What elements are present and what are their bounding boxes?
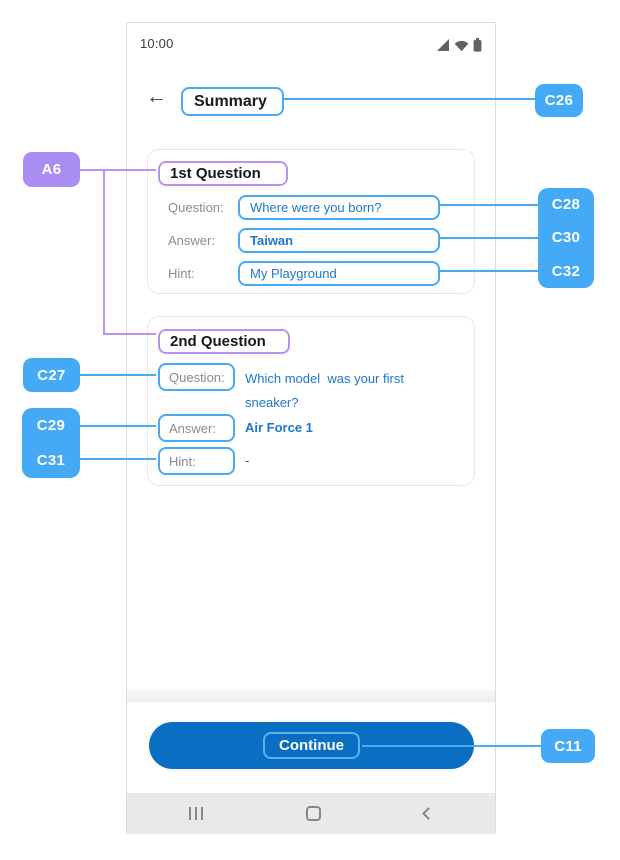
annotation-label-stack-left: C29 C31 — [22, 408, 80, 478]
card2-hint-value: - — [245, 453, 250, 468]
annotation-label-a6: A6 — [23, 152, 80, 187]
status-bar: 10:00 — [127, 23, 495, 57]
card1-hint-value: My Playground — [238, 261, 440, 286]
status-time: 10:00 — [140, 36, 174, 51]
continue-button-label: Continue — [263, 732, 360, 759]
annotation-label-c27: C27 — [23, 358, 80, 392]
annotation-label-c30: C30 — [551, 229, 581, 247]
annotation-label-c29: C29 — [36, 417, 66, 434]
question-card-2: 2nd Question Question: Which model was y… — [147, 316, 475, 486]
card1-question-value: Where were you born? — [238, 195, 440, 220]
card2-answer-value: Air Force 1 — [245, 420, 313, 435]
recent-apps-icon[interactable] — [189, 807, 203, 820]
phone-frame: 10:00 ← Summary 1st Question Question: W… — [126, 22, 496, 834]
card2-hint-label: Hint: — [158, 447, 235, 475]
connector-line-c29 — [80, 425, 156, 427]
annotation-label-stack-right: C28 C30 C32 — [538, 188, 594, 288]
page-title: Summary — [181, 87, 284, 116]
card1-title: 1st Question — [158, 161, 288, 186]
connector-line-c27 — [80, 374, 156, 376]
annotation-label-c26: C26 — [535, 84, 583, 117]
signal-icon — [437, 39, 449, 51]
connector-line-a6-vertical — [103, 170, 105, 334]
content-divider — [127, 690, 495, 702]
card1-answer-label: Answer: — [168, 233, 215, 248]
android-nav-bar — [127, 793, 495, 834]
annotation-label-c31: C31 — [36, 452, 66, 469]
connector-line-c11 — [362, 745, 541, 747]
card2-answer-label: Answer: — [158, 414, 235, 442]
connector-line-a6-bottom — [103, 333, 156, 335]
card2-title: 2nd Question — [158, 329, 290, 354]
card1-question-label: Question: — [168, 200, 224, 215]
card2-question-label: Question: — [158, 363, 235, 391]
card2-question-value: Which model was your first sneaker? — [245, 371, 408, 410]
annotation-label-c11: C11 — [541, 729, 595, 763]
connector-line-c32 — [438, 270, 538, 272]
connector-line-c30 — [438, 237, 538, 239]
wifi-icon — [454, 40, 469, 52]
connector-line-c26 — [283, 98, 535, 100]
connector-line-a6-top — [80, 169, 156, 171]
question-card-1: 1st Question Question: Where were you bo… — [147, 149, 475, 294]
annotation-label-c28: C28 — [551, 196, 581, 214]
status-icons — [436, 38, 482, 52]
back-arrow-icon[interactable]: ← — [146, 85, 167, 108]
connector-line-c31 — [80, 458, 156, 460]
battery-icon — [473, 38, 482, 52]
nav-back-icon[interactable] — [422, 807, 435, 820]
home-icon[interactable] — [306, 806, 321, 821]
card1-answer-value: Taiwan — [238, 228, 440, 253]
card1-hint-label: Hint: — [168, 266, 195, 281]
connector-line-c28 — [438, 204, 538, 206]
annotation-label-c32: C32 — [551, 262, 581, 280]
continue-button[interactable]: Continue — [149, 722, 474, 769]
